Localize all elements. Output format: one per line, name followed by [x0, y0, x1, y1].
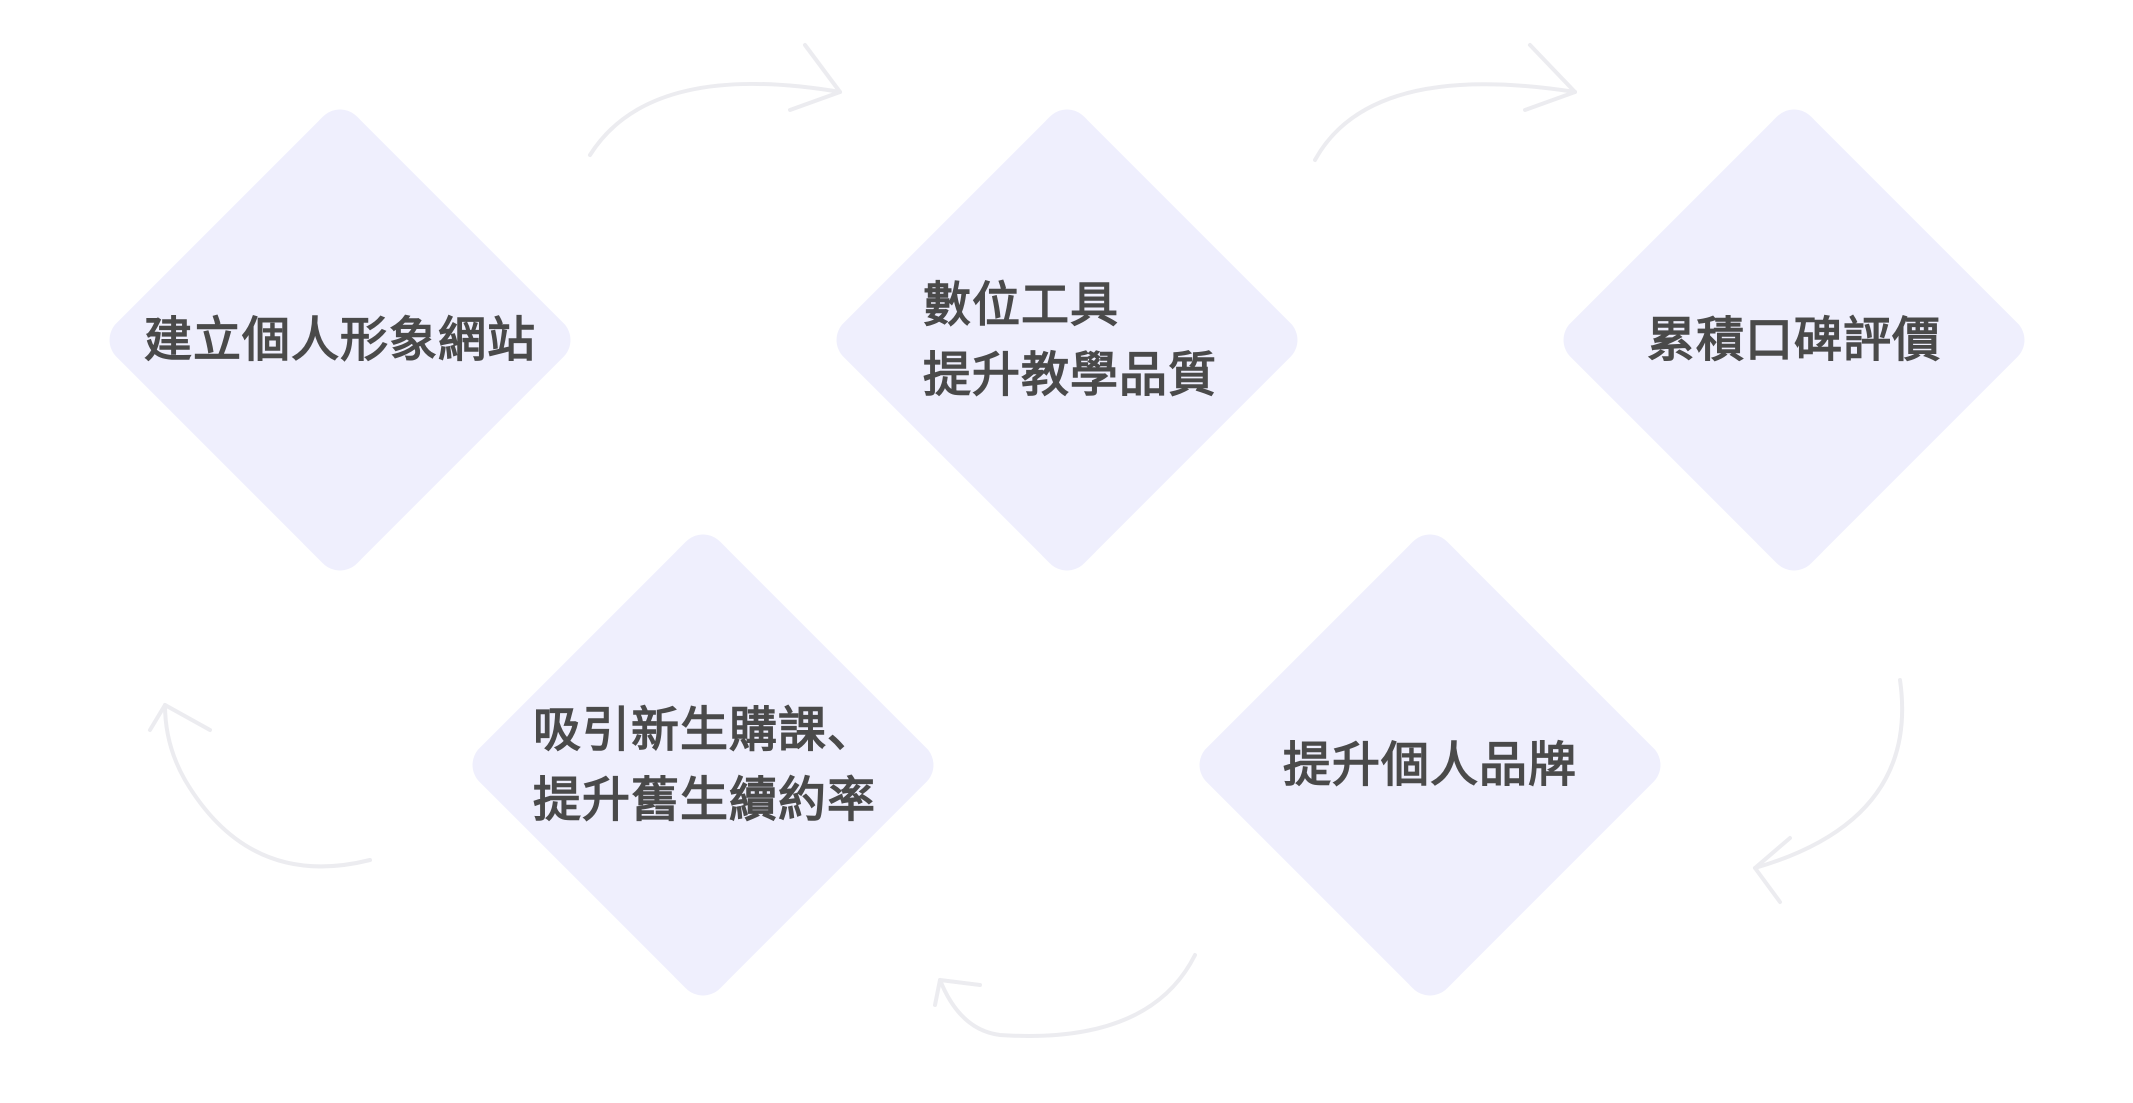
node-label: 數位工具 提升教學品質 — [827, 100, 1307, 580]
node-accumulate-reviews: 累積口碑評價 — [1553, 99, 2035, 581]
node-label: 吸引新生購課、 提升舊生續約率 — [463, 525, 943, 1005]
node-label: 累積口碑評價 — [1554, 100, 2034, 580]
node-label: 提升個人品牌 — [1190, 525, 1670, 1005]
node-label-line: 吸引新生購課、 — [533, 702, 877, 758]
arrow-n4-to-n5 — [933, 953, 1197, 1038]
node-label-line: 提升個人品牌 — [1282, 737, 1577, 793]
node-label-line: 累積口碑評價 — [1646, 312, 1941, 368]
arrow-n5-to-n1 — [148, 703, 372, 869]
node-label-line: 數位工具 — [923, 277, 1120, 333]
node-label-line: 提升舊生續約率 — [533, 772, 877, 828]
node-label-line: 提升教學品質 — [923, 347, 1218, 403]
node-build-website: 建立個人形象網站 — [99, 99, 581, 581]
node-personal-brand: 提升個人品牌 — [1189, 524, 1671, 1006]
node-label-line: 建立個人形象網站 — [143, 312, 536, 368]
arrow-n3-to-n4 — [1753, 678, 1905, 904]
node-digital-tools: 數位工具 提升教學品質 — [826, 99, 1308, 581]
node-label: 建立個人形象網站 — [100, 100, 580, 580]
node-attract-students: 吸引新生購課、 提升舊生續約率 — [462, 524, 944, 1006]
arrow-n2-to-n3 — [1313, 43, 1577, 162]
arrow-n1-to-n2 — [588, 43, 842, 157]
